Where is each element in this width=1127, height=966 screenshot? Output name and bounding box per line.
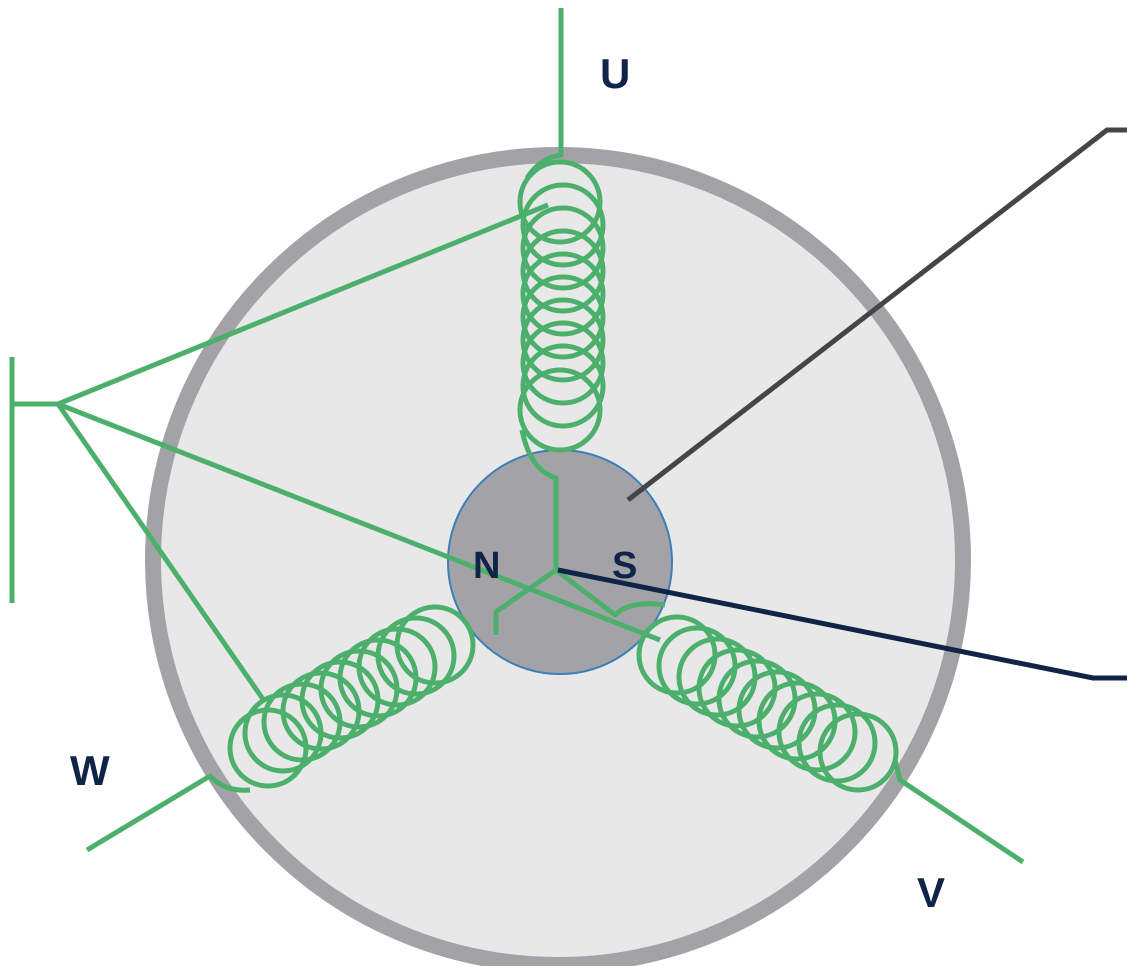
- phase-v-label: V: [917, 869, 945, 916]
- neutral-to-v-wire: [554, 568, 666, 618]
- terminal-to-u-coil-line: [57, 202, 549, 407]
- w-phase-coil: [227, 604, 476, 789]
- u-coil-to-neutral-wire: [519, 429, 559, 570]
- terminal-to-v-coil-line: [57, 401, 661, 643]
- w-phase-lead: [85, 773, 251, 853]
- terminal-to-w-coil-line: [55, 402, 268, 704]
- v-phase-lead: [892, 759, 1025, 865]
- u-phase-lead: [524, 8, 564, 180]
- phase-u-label: U: [600, 50, 630, 97]
- u-phase-coil: [517, 159, 606, 453]
- neutral-pointer-line: [557, 567, 1127, 681]
- v-phase-coil: [636, 614, 899, 793]
- phase-w-label: W: [70, 747, 110, 794]
- south-pole-label: S: [612, 545, 637, 587]
- neutral-to-w-wire: [493, 567, 558, 635]
- north-pole-label: N: [473, 545, 500, 587]
- rotor-pointer-line: [626, 127, 1127, 502]
